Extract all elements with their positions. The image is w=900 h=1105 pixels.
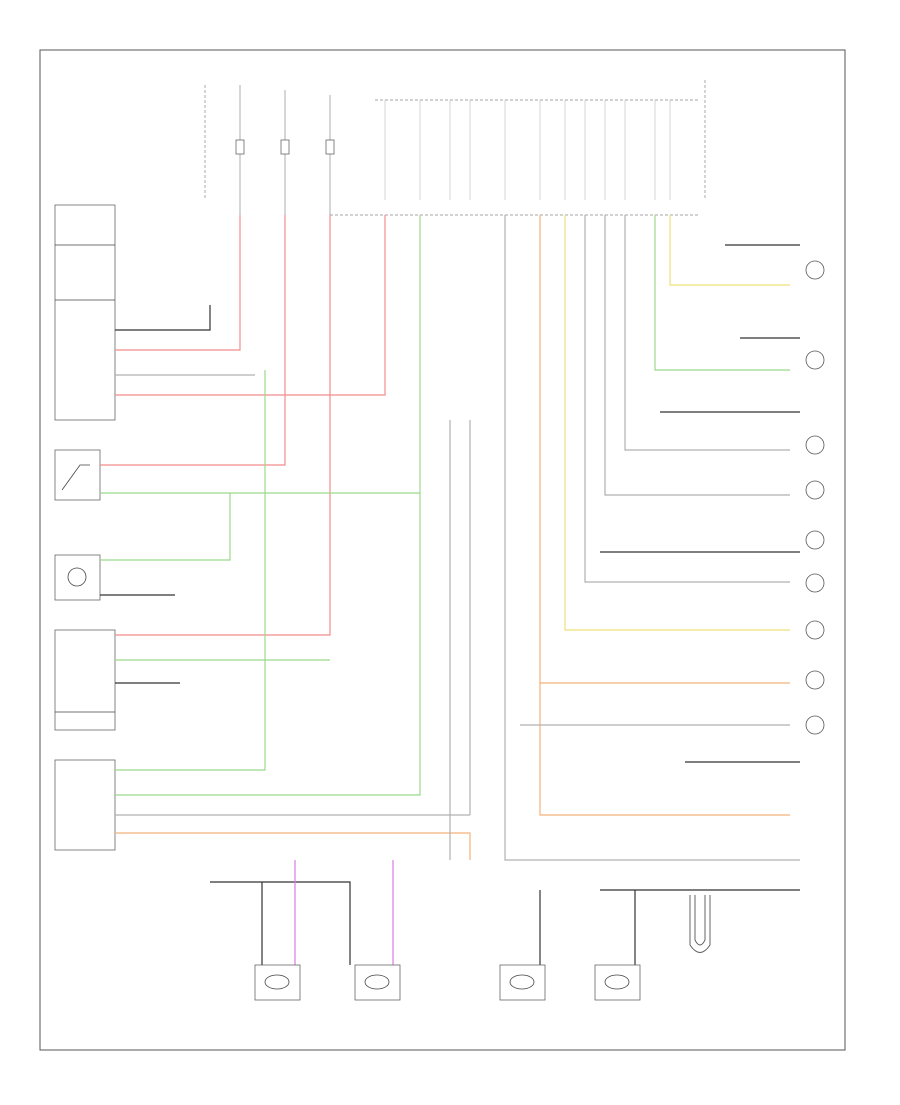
right-front-park-lamp bbox=[805, 530, 825, 550]
multifunction-switch bbox=[54, 204, 116, 421]
wire-gray-5 bbox=[584, 215, 790, 583]
left-license-lamp bbox=[354, 964, 401, 1001]
junction-terminals bbox=[384, 100, 671, 200]
wire-red-stop-switch bbox=[100, 215, 286, 466]
right-front-park-lamp-bulb bbox=[805, 530, 825, 550]
high-mounted-stop-lamp bbox=[54, 554, 101, 601]
wire-red-multifunction bbox=[115, 215, 386, 396]
right-tail-lamp-bulb bbox=[805, 260, 825, 280]
cluster bbox=[54, 759, 116, 851]
right-tail-lamp bbox=[805, 260, 825, 280]
wire-gray-4 bbox=[504, 215, 800, 861]
stop-lamp-right bbox=[805, 573, 825, 593]
wire-orange-stop bbox=[539, 215, 790, 816]
right-license-lamp bbox=[254, 964, 301, 1001]
stop-lamp-left-bulb bbox=[805, 670, 825, 690]
wire-red-hazard bbox=[115, 215, 331, 636]
wire-green-hmsl bbox=[100, 493, 231, 561]
wire-green-cluster bbox=[115, 215, 421, 796]
wire-green-hazard bbox=[115, 370, 266, 771]
wire-gray-7 bbox=[624, 215, 790, 451]
right-front-turn-lamp bbox=[805, 435, 825, 455]
right-front-turn-lamp-bulb bbox=[805, 435, 825, 455]
lamp-layer bbox=[805, 260, 825, 735]
left-tail-lamp bbox=[805, 350, 825, 370]
wire-gray-6 bbox=[604, 215, 790, 496]
ground-symbol bbox=[689, 895, 711, 953]
left-tail-lamp-bulb bbox=[805, 350, 825, 370]
left-front-turn-lamp-bulb bbox=[805, 480, 825, 500]
wire-yellow-turn bbox=[564, 215, 790, 631]
left-front-turn-lamp bbox=[805, 480, 825, 500]
wire-green-left-tail bbox=[654, 215, 790, 371]
tail-lamp-right-bulb bbox=[805, 620, 825, 640]
fuse-block bbox=[204, 80, 706, 216]
hazard-switch bbox=[54, 629, 116, 731]
tail-lamp-left bbox=[805, 715, 825, 735]
stop-lamp-switch bbox=[54, 449, 101, 501]
tail-lamp-left-bulb bbox=[805, 715, 825, 735]
tail-lamp-right bbox=[805, 620, 825, 640]
left-rear-tail-lamp bbox=[499, 964, 546, 1001]
wire-orange-cluster bbox=[115, 832, 471, 860]
wire-red-turn bbox=[115, 215, 241, 351]
diagram-frame bbox=[39, 49, 846, 1051]
wire-black-license bbox=[210, 881, 351, 965]
wire-layer bbox=[100, 215, 800, 965]
stop-lamp-right-bulb bbox=[805, 573, 825, 593]
wire-yellow-right-tail bbox=[669, 215, 790, 286]
right-rear-tail-lamp bbox=[594, 964, 641, 1001]
wire-black-ground-1 bbox=[115, 305, 211, 331]
stop-lamp-left bbox=[805, 670, 825, 690]
